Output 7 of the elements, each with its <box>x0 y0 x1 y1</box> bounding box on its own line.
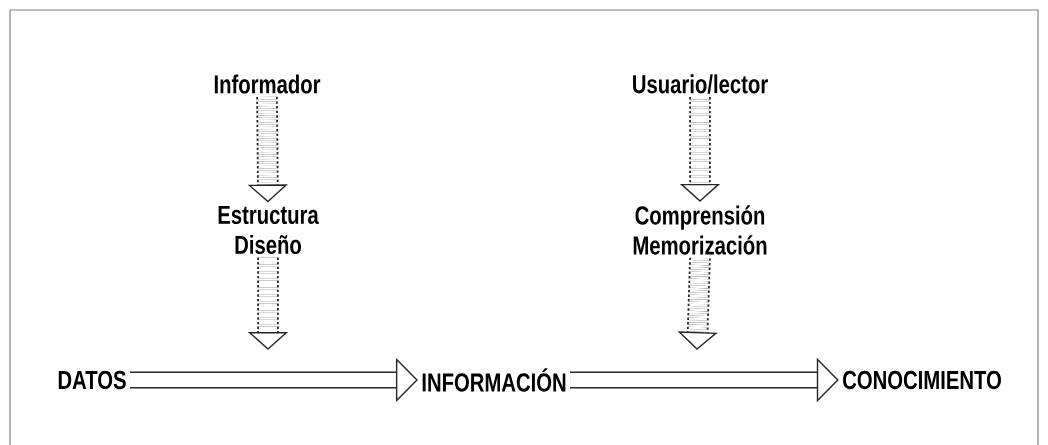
node-label: CONOCIMIENTO <box>843 370 1001 390</box>
node-label: INFORMACIÓN <box>422 368 566 392</box>
node-label: DATOS <box>58 370 126 390</box>
node-label: Estructura Diseño <box>218 205 319 255</box>
node-label: Usuario/lector <box>633 74 768 94</box>
node-label: Comprensión Memorización <box>633 205 767 255</box>
node-label: Informador <box>214 74 321 94</box>
